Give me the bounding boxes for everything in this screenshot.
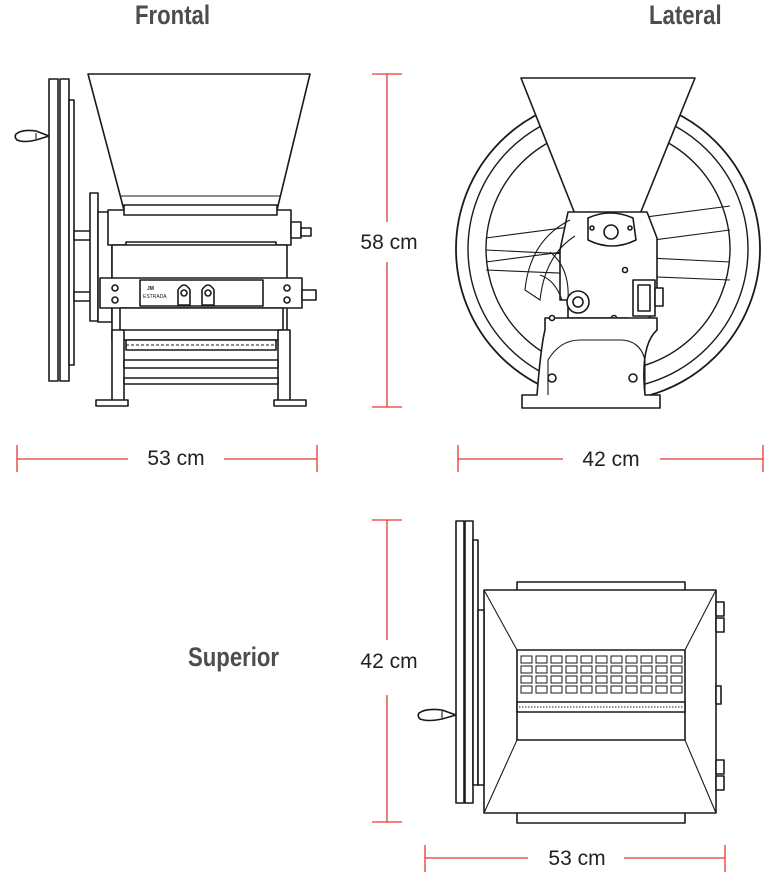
screen-hole xyxy=(535,665,548,674)
screen-hole xyxy=(670,665,683,674)
screen-hole xyxy=(550,675,563,684)
screen-hole xyxy=(580,685,593,694)
screen-hole xyxy=(550,685,563,694)
dim-top-width-label: 53 cm xyxy=(548,847,605,870)
screen-hole xyxy=(655,665,668,674)
screen-hole xyxy=(595,675,608,684)
screen-hole xyxy=(580,655,593,664)
screen-hole xyxy=(640,675,653,684)
dim-side-width xyxy=(457,445,764,472)
front-screen-lower xyxy=(125,339,277,351)
screen-hole xyxy=(640,655,653,664)
screen-hole xyxy=(595,655,608,664)
adjuster-left xyxy=(177,284,191,306)
screen-hole xyxy=(520,685,533,694)
crank-handle-icon xyxy=(14,129,50,143)
screen-hole xyxy=(625,675,638,684)
screen-hole xyxy=(520,675,533,684)
screen-hole xyxy=(625,665,638,674)
plate-text-1: JM xyxy=(147,286,154,292)
dim-top-width xyxy=(424,845,726,872)
screen-hole xyxy=(565,675,578,684)
screen-hole xyxy=(625,655,638,664)
screen-hole xyxy=(595,665,608,674)
screen-hole xyxy=(625,685,638,694)
screen-hole xyxy=(670,685,683,694)
top-crank-handle-icon xyxy=(417,708,457,722)
screen-hole xyxy=(565,685,578,694)
screen-hole xyxy=(580,665,593,674)
screen-hole xyxy=(640,665,653,674)
front-view: JM ESTRADA xyxy=(14,73,317,407)
screen-hole xyxy=(550,655,563,664)
screen-hole xyxy=(670,655,683,664)
dim-top-depth-label: 42 cm xyxy=(360,650,417,673)
screen-hole xyxy=(640,685,653,694)
screen-hole xyxy=(655,655,668,664)
screen-hole xyxy=(595,685,608,694)
dim-top-depth xyxy=(372,519,402,823)
screen-hole xyxy=(520,665,533,674)
plate-text-2: ESTRADA xyxy=(143,294,167,300)
screen-hole xyxy=(535,655,548,664)
dim-front-width-label: 53 cm xyxy=(147,447,204,470)
screen-hole xyxy=(550,665,563,674)
top-screen-grid xyxy=(520,655,683,694)
screen-hole xyxy=(655,685,668,694)
screen-hole xyxy=(535,675,548,684)
screen-hole xyxy=(565,665,578,674)
screen-hole xyxy=(535,685,548,694)
title-frontal: Frontal xyxy=(135,0,211,30)
screen-hole xyxy=(610,675,623,684)
screen-hole xyxy=(520,655,533,664)
dim-front-height-label: 58 cm xyxy=(360,231,417,254)
title-superior: Superior xyxy=(188,642,280,672)
screen-hole xyxy=(580,675,593,684)
dim-front-height xyxy=(372,73,402,408)
title-lateral: Lateral xyxy=(649,0,722,30)
dim-front-width xyxy=(16,445,318,472)
screen-hole xyxy=(610,655,623,664)
dim-side-width-label: 42 cm xyxy=(582,448,639,471)
screen-hole xyxy=(655,675,668,684)
top-view xyxy=(417,520,725,824)
adjuster-right xyxy=(201,284,215,306)
screen-hole xyxy=(565,655,578,664)
screen-hole xyxy=(610,665,623,674)
screen-hole xyxy=(610,685,623,694)
side-view xyxy=(455,77,761,409)
screen-hole xyxy=(670,675,683,684)
